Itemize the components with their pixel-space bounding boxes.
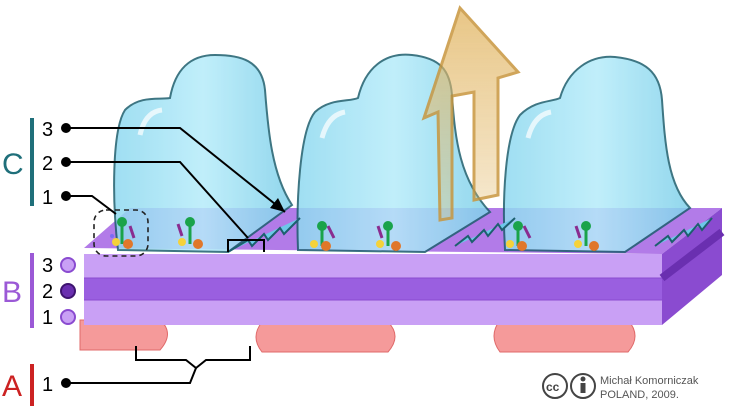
band-1 — [84, 300, 662, 325]
junction-2 — [454, 217, 516, 247]
leader-c2 — [66, 161, 249, 239]
band-3 — [84, 254, 662, 278]
junction-bracket — [227, 239, 265, 252]
villus-3 — [502, 55, 692, 254]
group-letter-b: B — [2, 276, 22, 309]
cc-badge-text: cc — [546, 380, 560, 394]
group-letter-a: A — [2, 370, 22, 403]
label-b3: 3 — [42, 255, 53, 277]
swatch-b1 — [60, 309, 76, 325]
label-b2: 2 — [42, 281, 53, 303]
receptor-cluster-1 — [110, 217, 136, 249]
vessel-bracket — [135, 346, 251, 370]
leader-c3 — [66, 127, 286, 213]
blood-vessels — [79, 319, 636, 353]
junction-strips — [227, 217, 713, 253]
label-b1: 1 — [42, 307, 53, 329]
vessel-right — [493, 319, 636, 353]
cc-icon — [542, 373, 568, 399]
label-c2: 2 — [42, 153, 53, 175]
credit-author: Michał Komorniczak — [600, 375, 699, 387]
credit-block: cc Michał Komorniczak POLAND, 2009. — [542, 373, 699, 401]
receptor-molecules — [110, 217, 599, 251]
leader-a1 — [66, 367, 197, 384]
label-c3: 3 — [42, 119, 53, 141]
vessel-middle — [255, 321, 396, 353]
leader-c1 — [66, 195, 117, 215]
band-2 — [84, 278, 662, 300]
leader-lines — [66, 127, 286, 384]
villi — [113, 53, 692, 254]
band-right-face — [662, 208, 722, 325]
credit-place-year: POLAND, 2009. — [600, 389, 679, 401]
villus-1 — [113, 53, 294, 254]
junction-3 — [654, 217, 713, 247]
label-a1: 1 — [42, 374, 53, 396]
group-letter-c: C — [2, 148, 24, 181]
secretion-arrow — [421, 5, 521, 222]
label-c1: 1 — [42, 187, 53, 209]
swatch-b2 — [60, 283, 76, 299]
swatch-b3 — [60, 257, 76, 273]
